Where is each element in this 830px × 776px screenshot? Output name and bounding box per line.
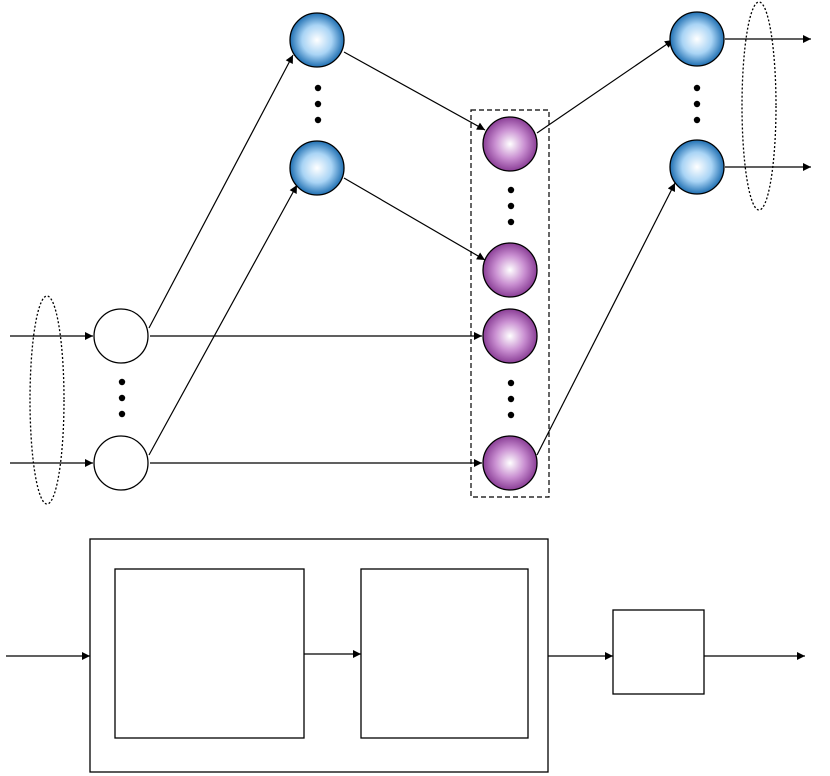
ellipsis-dots (118, 84, 701, 419)
inner-block-1 (114, 568, 305, 739)
inner-block-2 (360, 568, 529, 739)
outer-container-block (89, 538, 549, 773)
output-ellipsis (693, 84, 701, 124)
association-node (482, 435, 538, 491)
output-group-ellipse (741, 1, 777, 211)
output-node (669, 11, 725, 67)
output-block (612, 609, 705, 695)
assoc-ellipsis-bottom (507, 379, 515, 419)
edge-hidden2-assoc2 (343, 177, 486, 261)
association-layer (482, 116, 538, 491)
hidden-ellipsis (314, 84, 322, 124)
input-group-ellipse (29, 295, 65, 505)
connections (10, 35, 811, 467)
edge-input2-hidden2 (148, 184, 298, 456)
hidden-layer (289, 12, 345, 196)
output-layer (669, 11, 725, 195)
input-node (93, 308, 149, 364)
input-layer (93, 308, 149, 491)
association-node (482, 308, 538, 364)
input-ellipsis (118, 378, 126, 418)
hidden-node (289, 12, 345, 68)
assoc-ellipsis-top (507, 186, 515, 226)
block-diagram (6, 538, 805, 773)
association-group-box (470, 109, 550, 498)
hidden-node (289, 140, 345, 196)
edge-input1-hidden1 (148, 54, 294, 329)
association-node (482, 116, 538, 172)
edge-hidden1-assoc1 (343, 51, 486, 131)
edge-assoc4-output2 (536, 182, 676, 456)
output-node (669, 139, 725, 195)
edge-assoc1-output1 (536, 39, 674, 134)
association-node (482, 242, 538, 298)
input-node (93, 435, 149, 491)
